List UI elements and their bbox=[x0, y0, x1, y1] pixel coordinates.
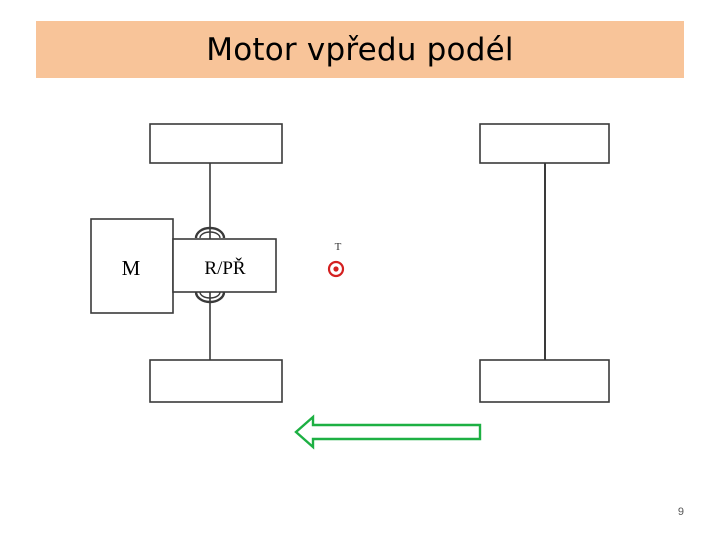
center-of-gravity-icon bbox=[327, 260, 345, 278]
page-number: 9 bbox=[677, 506, 684, 518]
front-right-wheel bbox=[149, 359, 283, 403]
title-banner: Motor vpředu podél bbox=[36, 21, 684, 78]
gearbox-label: R/PŘ bbox=[204, 257, 246, 279]
gearbox-block bbox=[172, 238, 277, 293]
direction-arrow-icon bbox=[294, 414, 482, 450]
front-upper-joint bbox=[194, 226, 226, 239]
center-of-gravity-label: T bbox=[335, 241, 342, 253]
engine-block bbox=[90, 218, 174, 314]
rear-left-wheel bbox=[479, 123, 610, 164]
slide-title: Motor vpředu podél bbox=[206, 31, 514, 68]
engine-label: M bbox=[122, 256, 141, 280]
rear-right-wheel bbox=[479, 359, 610, 403]
front-left-wheel bbox=[149, 123, 283, 164]
front-lower-joint bbox=[194, 291, 226, 304]
